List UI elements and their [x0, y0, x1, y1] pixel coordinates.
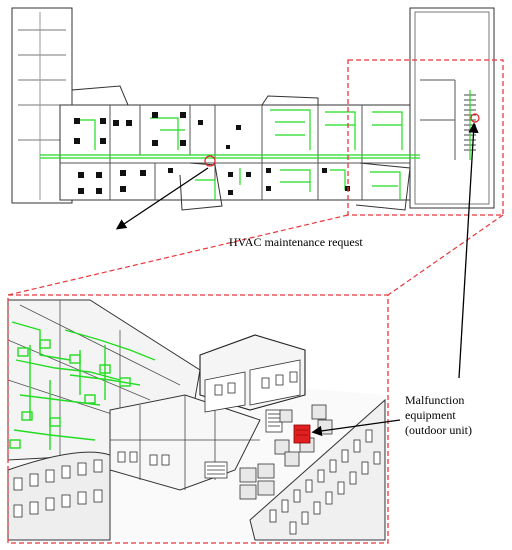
floor-plan-fault-markers	[204, 113, 480, 167]
detail-stairs	[204, 409, 283, 479]
floor-plan-hvac-ducts	[40, 90, 471, 200]
zoom-connector-right	[387, 214, 504, 296]
malfunction-outdoor-unit	[293, 424, 311, 444]
floor-plan-ac-units	[74, 112, 350, 195]
malfunction-label-line1: Malfunction	[405, 393, 465, 407]
hvac-request-label: HVAC maintenance request	[229, 235, 363, 249]
malfunction-label: Malfunction equipment (outdoor unit)	[405, 393, 472, 438]
detail-outdoor-units	[239, 404, 333, 500]
malfunction-arrow-up	[458, 122, 479, 379]
detail-highlight-box	[7, 294, 389, 544]
malfunction-label-line3: (outdoor unit)	[405, 423, 472, 437]
plan-highlight-box	[347, 59, 504, 216]
malfunction-arrow-down	[311, 419, 401, 437]
hvac-request-arrow	[115, 167, 209, 230]
malfunction-label-line2: equipment	[405, 408, 456, 422]
floor-plan	[11, 7, 495, 211]
detail-3d-view	[7, 295, 388, 543]
floor-plan-main-block	[59, 104, 421, 201]
zoom-connector-left	[7, 214, 349, 296]
detail-hvac-ducts	[9, 321, 156, 450]
floor-plan-right-wing	[409, 7, 495, 209]
